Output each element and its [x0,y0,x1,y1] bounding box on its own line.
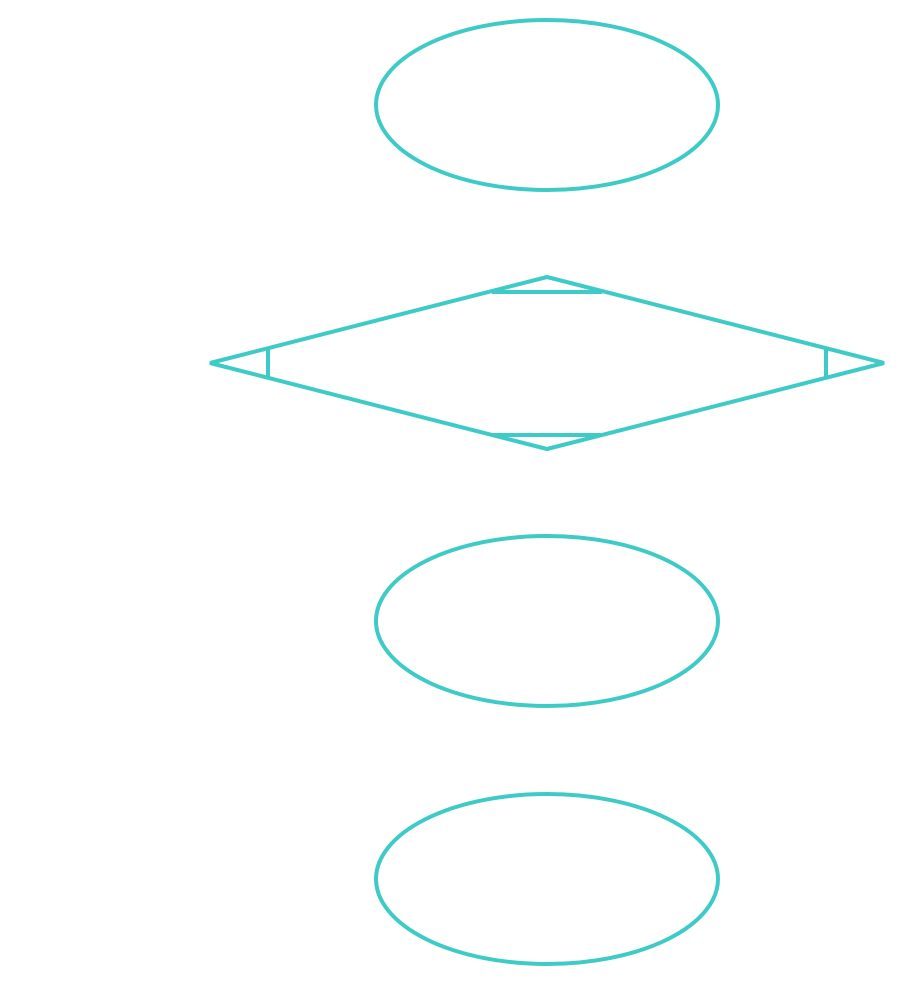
flowchart-node-4[interactable] [374,792,720,966]
flowchart-node-2[interactable] [209,274,885,452]
flowchart-node-1[interactable] [374,18,720,192]
flowchart-node-3[interactable] [374,534,720,708]
ellipse-shape [374,18,720,192]
ellipse-shape [374,534,720,708]
diamond-shape [209,274,885,452]
ellipse-shape [374,792,720,966]
